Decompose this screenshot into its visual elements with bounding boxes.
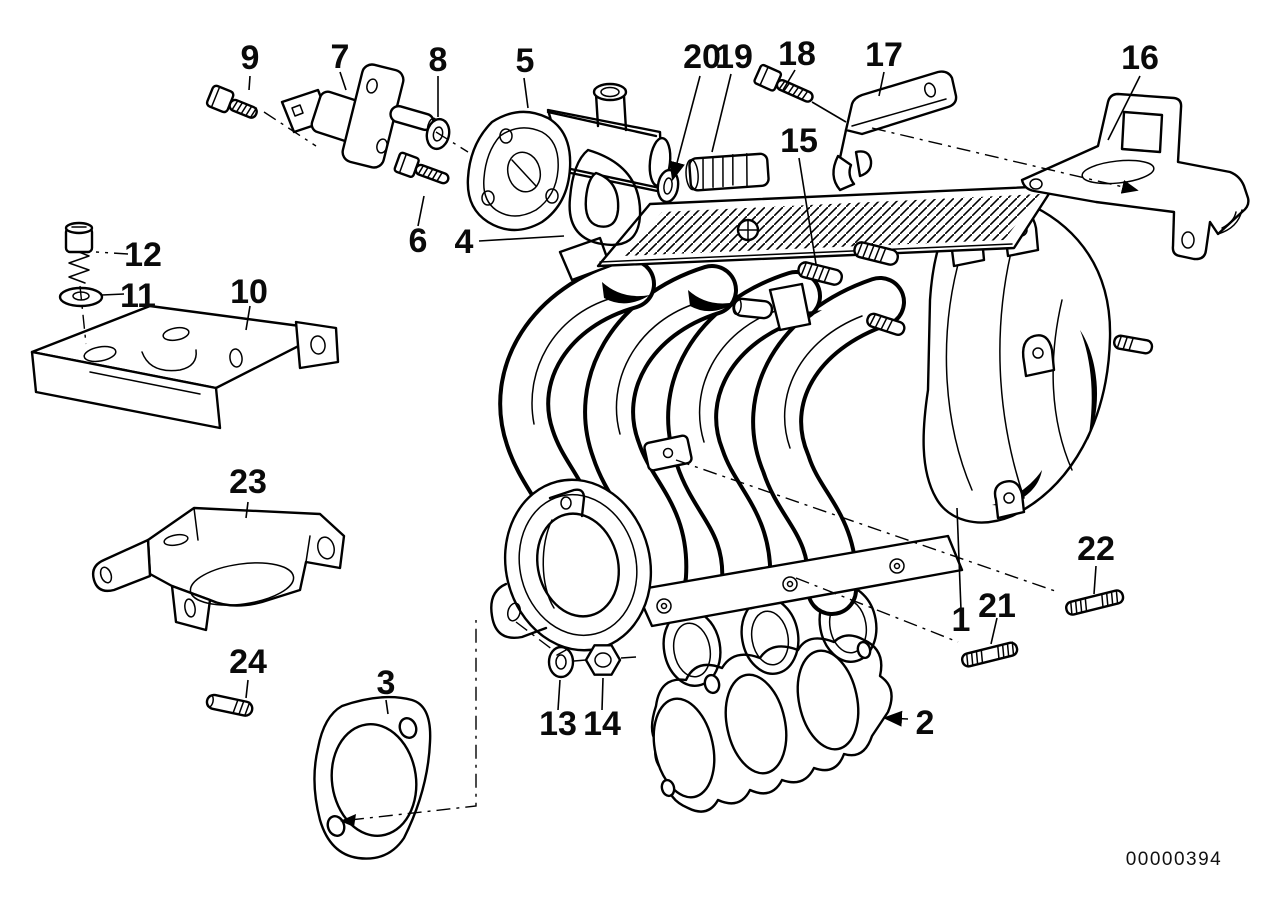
callout-8: 8 — [429, 41, 448, 79]
callout-13: 13 — [539, 705, 577, 743]
part-7-valve — [280, 63, 438, 169]
manifold-top-cover — [558, 184, 1056, 282]
callout-11: 11 — [120, 277, 156, 315]
callout-3: 3 — [377, 664, 396, 702]
part-10-bracket — [30, 304, 340, 430]
manifold-left-port-flange — [490, 478, 653, 652]
part-16-bracket — [1020, 92, 1250, 261]
part-6-bolt — [393, 151, 450, 185]
callout-21: 21 — [978, 587, 1016, 625]
part-2-gasket — [650, 634, 893, 813]
callout-15: 15 — [780, 122, 818, 160]
part-19-plug — [685, 152, 770, 192]
callout-1: 1 — [952, 601, 971, 639]
nipple-bracket — [768, 282, 812, 332]
manifold-bottom-flange — [634, 534, 964, 628]
callout-2: 2 — [916, 704, 935, 742]
callout-19: 19 — [715, 38, 753, 76]
part-5-water-flange — [466, 82, 672, 232]
vacuum-nipple — [732, 297, 774, 320]
manifold-stud-15 — [797, 261, 843, 286]
callout-16: 16 — [1121, 39, 1159, 77]
part-24-pin — [205, 693, 254, 717]
manifold-stud — [1112, 334, 1154, 355]
part-14-nut — [584, 644, 622, 676]
callout-24: 24 — [229, 643, 267, 681]
callout-23: 23 — [229, 463, 267, 501]
part-22-stud — [1064, 589, 1125, 616]
part-12-bolt — [64, 221, 94, 284]
part-3-gasket — [313, 695, 432, 860]
callout-20: 20 — [683, 38, 721, 76]
part-23-bracket — [91, 506, 346, 632]
callout-10: 10 — [230, 273, 268, 311]
part-17-bracket — [832, 70, 958, 192]
manifold-stud — [866, 312, 906, 337]
callout-7: 7 — [331, 38, 350, 76]
callout-4: 4 — [455, 223, 474, 261]
part-21-stud — [960, 641, 1019, 668]
intake-manifold-body — [490, 184, 1154, 687]
leader-lines — [79, 69, 1141, 827]
callout-12: 12 — [124, 236, 162, 274]
callout-22: 22 — [1077, 530, 1115, 568]
shadow-lobe — [1080, 330, 1098, 440]
callout-5: 5 — [516, 42, 535, 80]
part-20-seal-ring — [656, 168, 680, 204]
part-4-gasket — [568, 148, 642, 247]
callout-17: 17 — [865, 36, 903, 74]
callout-18: 18 — [778, 35, 816, 73]
callout-9: 9 — [241, 39, 260, 77]
callout-6: 6 — [409, 222, 428, 260]
part-13-lock-washer — [547, 645, 575, 679]
manifold-stud — [853, 241, 899, 266]
part-9-bolt — [205, 84, 258, 119]
drawing-number: 00000394 — [1126, 849, 1223, 870]
callout-14: 14 — [583, 705, 621, 743]
